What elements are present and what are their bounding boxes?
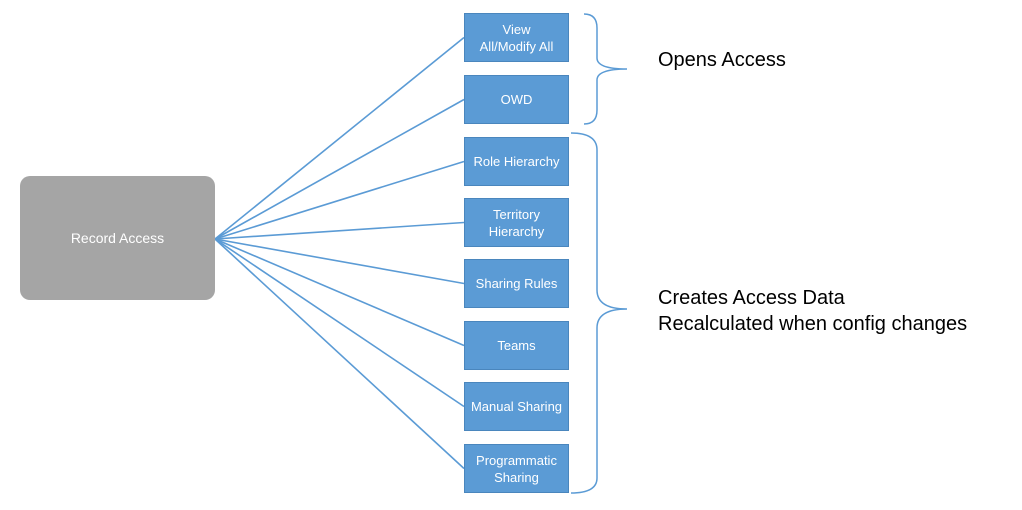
- sharing-rules-label: Sharing Rules: [475, 276, 558, 291]
- creates-access-data-line-2: Recalculated when config changes: [658, 313, 968, 335]
- opens-access-label: Opens Access: [658, 49, 786, 71]
- edge-to-manual-sharing: [214, 238, 465, 408]
- owd-label: OWD: [500, 92, 533, 107]
- edge-to-sharing-rules: [214, 238, 465, 285]
- sharing-rules-node: Sharing Rules: [464, 259, 569, 308]
- programmatic-sharing-label-line-1: Programmatic: [476, 452, 557, 468]
- role-hierarchy-label: Role Hierarchy: [473, 154, 560, 169]
- edge-to-programmatic-sharing: [214, 238, 465, 470]
- edge-to-owd: [214, 98, 465, 240]
- edge-to-teams: [214, 238, 465, 347]
- programmatic-sharing-node: Programmatic Sharing: [464, 444, 569, 493]
- edge-to-role-hierarchy: [214, 160, 465, 240]
- edge-to-territory-hierarchy: [214, 221, 465, 240]
- territory-hierarchy-label-line-1: Territory: [493, 206, 540, 222]
- record-access-node: Record Access: [20, 176, 215, 300]
- programmatic-sharing-label-line-2: Sharing: [494, 469, 539, 485]
- edge-layer: [214, 36, 465, 470]
- teams-label: Teams: [497, 338, 536, 353]
- creates-access-data-line-1: Creates Access Data: [658, 287, 845, 309]
- creates-access-data-label: Creates Access Data Recalculated when co…: [658, 285, 967, 337]
- view-all-modify-all-label-line-1: View: [502, 21, 531, 37]
- brace-creates-access-data: [570, 132, 628, 494]
- territory-hierarchy-label-line-2: Hierarchy: [488, 223, 545, 239]
- brace-opens-access: [583, 13, 628, 125]
- owd-node: OWD: [464, 75, 569, 124]
- territory-hierarchy-node: Territory Hierarchy: [464, 198, 569, 247]
- view-all-modify-all-node: View All/Modify All: [464, 13, 569, 62]
- teams-node: Teams: [464, 321, 569, 370]
- role-hierarchy-node: Role Hierarchy: [464, 137, 569, 186]
- manual-sharing-node: Manual Sharing: [464, 382, 569, 431]
- record-access-label: Record Access: [70, 230, 165, 246]
- view-all-modify-all-label-line-2: All/Modify All: [479, 38, 554, 54]
- edge-to-view-all-modify-all: [214, 36, 465, 240]
- manual-sharing-label: Manual Sharing: [470, 399, 563, 414]
